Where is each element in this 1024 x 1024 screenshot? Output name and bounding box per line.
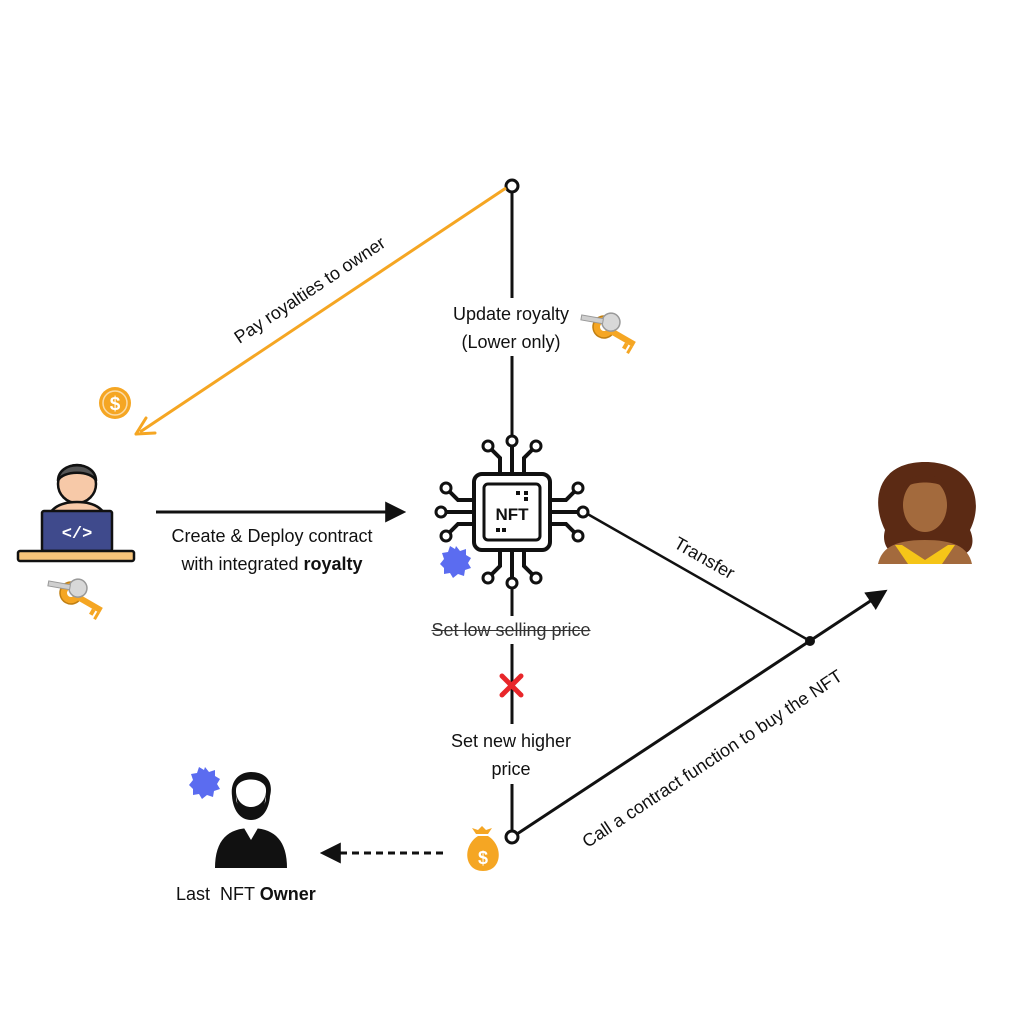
create-contract-line2-text: with integrated — [181, 554, 304, 574]
transfer-line — [583, 510, 811, 643]
set-higher-price-label: Set new higher price — [451, 727, 571, 783]
verified-badge-icon — [440, 546, 471, 578]
last-owner-text: Last NFT — [176, 884, 260, 904]
set-higher-line1: Set new higher — [450, 731, 572, 751]
bottom-node — [504, 829, 520, 845]
create-contract-label: Create & Deploy contract with integrated… — [171, 522, 372, 578]
svg-text:</>: </> — [62, 525, 93, 544]
buyer-woman-icon — [878, 462, 976, 564]
owner-verified-badge-icon — [189, 767, 220, 799]
money-bag-icon: $ — [467, 826, 499, 871]
update-royalty-line2: (Lower only) — [461, 332, 561, 352]
update-royalty-label: Update royalty (Lower only) — [453, 300, 569, 356]
create-contract-line2: with integrated royalty — [171, 550, 372, 578]
developer-key-icon — [47, 578, 103, 621]
last-owner-label: Last NFT Owner — [176, 880, 316, 908]
nft-chip-label: NFT — [495, 505, 529, 524]
royalty-arrow-head — [134, 416, 157, 436]
key-icon — [580, 312, 636, 355]
top-node — [504, 178, 520, 194]
svg-text:$: $ — [110, 394, 121, 415]
svg-text:$: $ — [478, 848, 488, 868]
dollar-coin-icon: $ — [99, 387, 131, 419]
developer-laptop-icon: </> — [16, 463, 136, 563]
buy-contract-arrow — [516, 589, 888, 836]
royalty-payment-arrow — [139, 186, 507, 434]
owner-keyword: Owner — [259, 884, 316, 904]
nft-chip-icon — [434, 434, 590, 590]
red-x-icon — [499, 673, 524, 698]
set-low-price-label: Set low selling price — [431, 620, 591, 640]
update-royalty-line1: Update royalty — [452, 304, 570, 324]
create-contract-line1: Create & Deploy contract — [171, 526, 373, 546]
set-higher-line2: price — [491, 759, 531, 779]
royalty-keyword: royalty — [303, 554, 363, 574]
person-icon — [215, 772, 287, 868]
